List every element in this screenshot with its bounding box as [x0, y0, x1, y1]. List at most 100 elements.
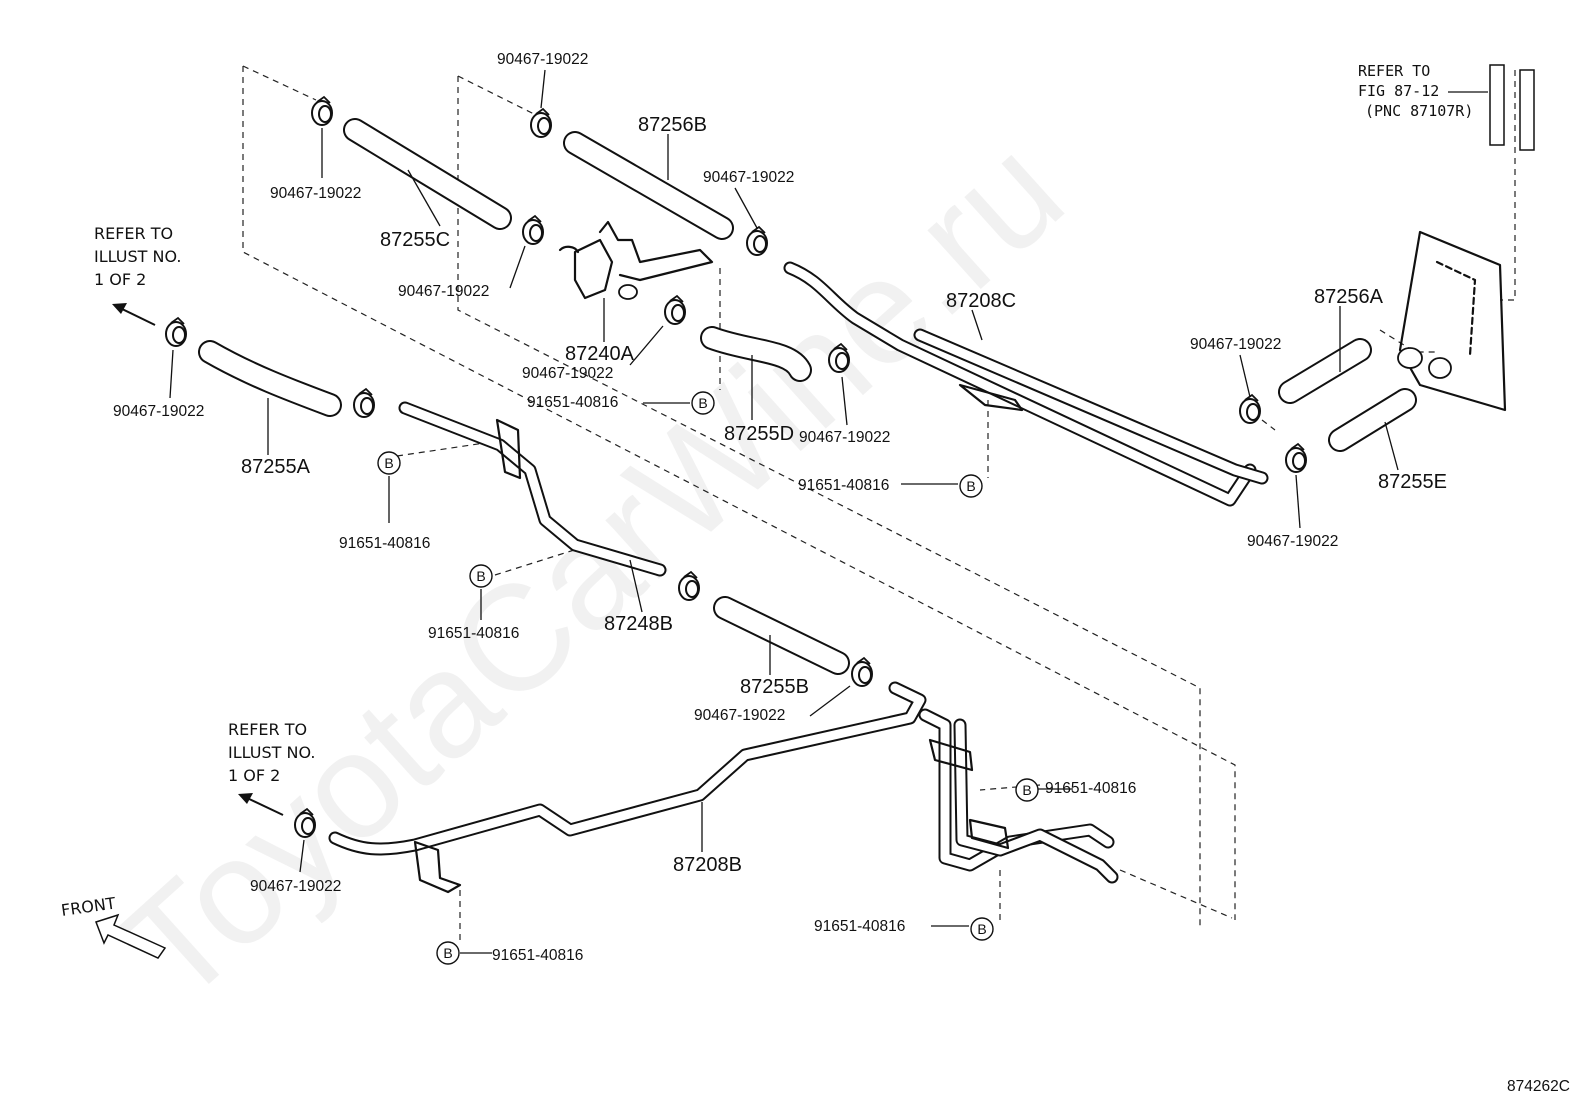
hose-clamp-icon: [165, 316, 187, 347]
leader-line: [540, 69, 546, 109]
clamp-part-number: 90467-19022: [250, 878, 341, 895]
hose-87255D: [700, 326, 812, 382]
bolt-part-number: 91651-40816: [527, 394, 618, 411]
part-87256B: 87256B: [638, 114, 707, 136]
clamp-part-number: 90467-19022: [113, 403, 204, 420]
hose-clamp-icon: [294, 807, 316, 838]
part-87255E: 87255E: [1378, 471, 1447, 493]
refer-illust-2-line1: REFER TO: [228, 720, 307, 739]
bolt-part-number: 91651-40816: [798, 477, 889, 494]
bracket-87248B: [495, 418, 522, 480]
pipe-87248B: [398, 401, 667, 577]
connector-block: [1397, 64, 1535, 412]
bolt-part-number: 91651-40816: [339, 535, 430, 552]
part-87255C: 87255C: [380, 229, 450, 251]
bolt-b-icon: B: [377, 451, 401, 475]
part-87255D: 87255D: [724, 423, 794, 445]
pipe-87208B: [328, 681, 1119, 894]
part-87255B: 87255B: [740, 676, 809, 698]
bracket-87208C: [958, 383, 1024, 412]
arrow-left-icon: [112, 303, 156, 326]
leader-line: [169, 349, 174, 399]
bolt-b-icon: B: [959, 474, 983, 498]
hoses: [198, 118, 1417, 675]
hose-clamp-icon: [522, 214, 544, 245]
part-87256A: 87256A: [1314, 286, 1384, 308]
bolt-letter: B: [476, 568, 485, 584]
guide-10: [1261, 419, 1276, 431]
refer-fig-line2: FIG 87-12: [1358, 82, 1439, 100]
clamp-part-number: 90467-19022: [1247, 533, 1338, 550]
part-87240A: 87240A: [565, 343, 635, 365]
bolt-letter: B: [966, 478, 975, 494]
outline-foot: [1119, 869, 1233, 919]
bolt-part-number: 91651-40816: [492, 947, 583, 964]
clamp-part-number: 90467-19022: [270, 185, 361, 202]
bolt-letter: B: [1022, 782, 1031, 798]
pipes: [328, 261, 1269, 894]
bolt-letter: B: [698, 395, 707, 411]
bolt-b-icon: B: [469, 564, 493, 588]
text-labels: REFER TO ILLUST NO. 1 OF 2 REFER TO ILLU…: [60, 62, 1570, 1095]
part-87208C: 87208C: [946, 290, 1016, 312]
outline-left: [242, 66, 1236, 920]
pipe-87208C: [783, 261, 1269, 507]
hose-87255E: [1328, 388, 1417, 452]
guide-3: [494, 544, 591, 576]
guide-8: [1379, 329, 1435, 353]
leader-line: [1239, 354, 1251, 398]
bracket-87208B-1: [413, 840, 462, 894]
bracket-87208B-3: [968, 818, 1010, 850]
hose-clamp-icon: [851, 656, 873, 687]
leader-line: [629, 325, 664, 366]
bolt-b-icon: B: [970, 917, 994, 941]
part-87255A: 87255A: [241, 456, 311, 478]
clamp-part-number: 90467-19022: [522, 365, 613, 382]
part-87208B: 87208B: [673, 854, 742, 876]
front-arrow-icon: [95, 913, 167, 959]
outline-mid: [457, 76, 1201, 930]
refer-illust-line3: 1 OF 2: [94, 270, 146, 289]
hose-87255C: [343, 118, 512, 230]
reference-numbers: 90467-19022 90467-19022 90467-19022 90467-1…: [113, 51, 1338, 964]
hose-clamp-icon: [678, 570, 700, 601]
clamp-part-number: 90467-19022: [703, 169, 794, 186]
refer-fig-line1: REFER TO: [1358, 62, 1430, 80]
valve-87240A: [558, 220, 714, 300]
hose-87255A: [198, 340, 342, 417]
bolt-part-number: 91651-40816: [1045, 780, 1136, 797]
bolt-part-number: 91651-40816: [814, 918, 905, 935]
clamp-part-number: 90467-19022: [398, 283, 489, 300]
clamp-part-number: 90467-19022: [1190, 336, 1281, 353]
clamps: [165, 95, 1307, 838]
leader-line: [299, 839, 305, 873]
hose-87256A: [1278, 338, 1372, 404]
hose-clamp-icon: [530, 107, 552, 138]
hose-clamp-icon: [664, 294, 686, 325]
hose-87255B: [713, 596, 850, 675]
clamp-part-number: 90467-19022: [497, 51, 588, 68]
bolt-letter: B: [977, 921, 986, 937]
hose-clamp-icon: [1285, 442, 1307, 473]
bolt-b-icon: B: [436, 941, 460, 965]
clamp-part-number: 90467-19022: [694, 707, 785, 724]
leader-line: [809, 685, 851, 717]
hose-clamp-icon: [746, 225, 768, 256]
bolt-b-icon: B: [691, 391, 715, 415]
outline-mid-top: [457, 75, 537, 116]
hose-87256B: [563, 131, 734, 240]
leader-line: [1295, 474, 1301, 529]
bracket-87208B-2: [928, 738, 974, 772]
hose-clamp-icon: [353, 387, 375, 418]
leader-lines: [169, 69, 1301, 954]
refer-illust-line1: REFER TO: [94, 224, 173, 243]
outline-left-top: [242, 65, 317, 101]
refer-fig-line3: (PNC 87107R): [1365, 102, 1473, 120]
refer-illust-line2: ILLUST NO.: [94, 247, 181, 266]
bolt-part-number: 91651-40816: [428, 625, 519, 642]
refer-illust-2-line3: 1 OF 2: [228, 766, 280, 785]
leader-line: [841, 376, 848, 426]
refer-illust-2-line2: ILLUST NO.: [228, 743, 315, 762]
hose-clamp-icon: [311, 95, 333, 126]
